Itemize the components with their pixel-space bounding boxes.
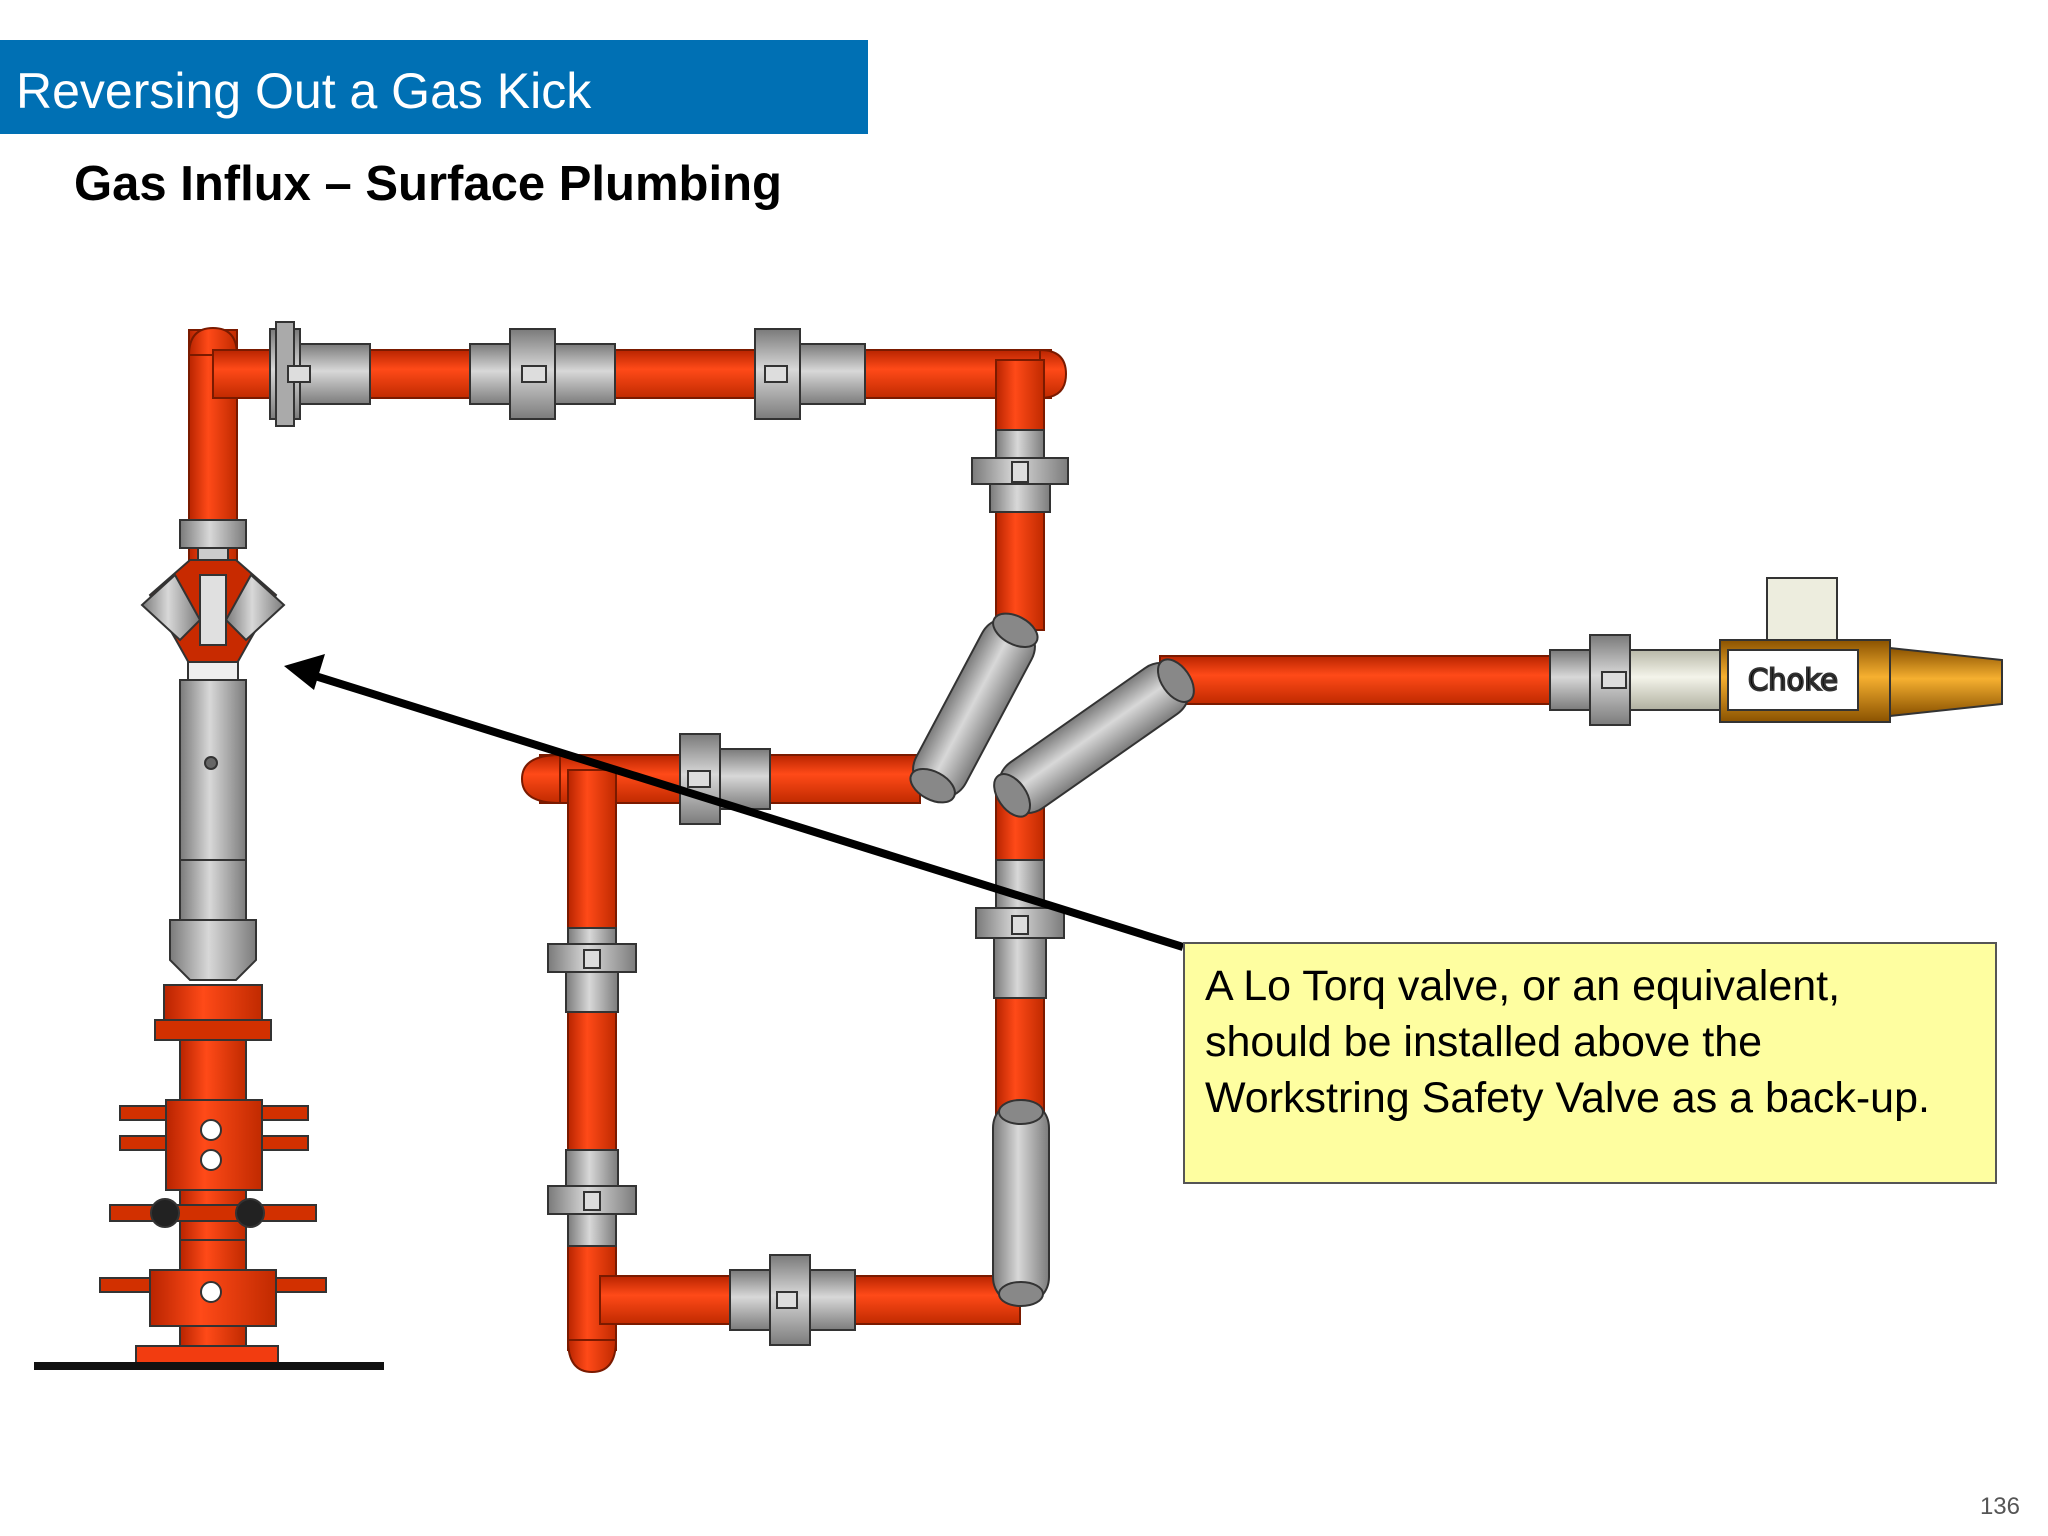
- pipe-choke-line: [1159, 655, 1561, 705]
- swivel-vertical-lower: [992, 1099, 1050, 1306]
- choke: Choke: [1719, 577, 2003, 723]
- ground-line: [34, 1362, 384, 1370]
- swivel-joints: [909, 612, 1195, 1307]
- valve-handwheel-left: [150, 1198, 180, 1228]
- slide-subtitle: Gas Influx – Surface Plumbing: [74, 157, 782, 211]
- pipe-top-right-elbow: [1039, 348, 1068, 400]
- union-choke: [1549, 634, 1741, 726]
- pipe-loop-bottom-elbow: [566, 1339, 618, 1374]
- swivel-upper-right: [909, 612, 1039, 804]
- union-bottom: [729, 1254, 856, 1346]
- union-top-1: [269, 321, 371, 427]
- pipe-loop-left: [567, 769, 617, 1351]
- union-top-3: [754, 328, 866, 420]
- title-bar: Reversing Out a Gas Kick: [0, 40, 868, 134]
- callout-note: A Lo Torq valve, or an equivalent, shoul…: [1183, 942, 1997, 1184]
- choke-label: Choke: [1748, 663, 1838, 697]
- callout-arrow: [284, 654, 1185, 951]
- pipe-mid-left-elbow: [520, 753, 561, 805]
- choke-outlet: [1889, 646, 2003, 718]
- union-right-upper: [971, 429, 1069, 513]
- choke-bonnet: [1766, 577, 1838, 649]
- choke-label-box: [1727, 649, 1859, 711]
- union-loop-lower: [547, 1149, 637, 1247]
- head-collar: [179, 519, 247, 549]
- valve-handwheel-right: [235, 1198, 265, 1228]
- union-top-2: [469, 328, 616, 420]
- page-number: 136: [1979, 1493, 2020, 1520]
- wellhead-stack: [99, 519, 327, 1369]
- union-right-lower: [975, 859, 1065, 999]
- swivel-lower-right: [993, 658, 1195, 818]
- slide-title: Reversing Out a Gas Kick: [16, 63, 592, 119]
- pipe-top-left-elbow: [187, 326, 239, 356]
- workstring-body: [179, 679, 247, 861]
- bop-upper: [165, 1099, 263, 1191]
- union-loop-upper: [547, 927, 637, 1013]
